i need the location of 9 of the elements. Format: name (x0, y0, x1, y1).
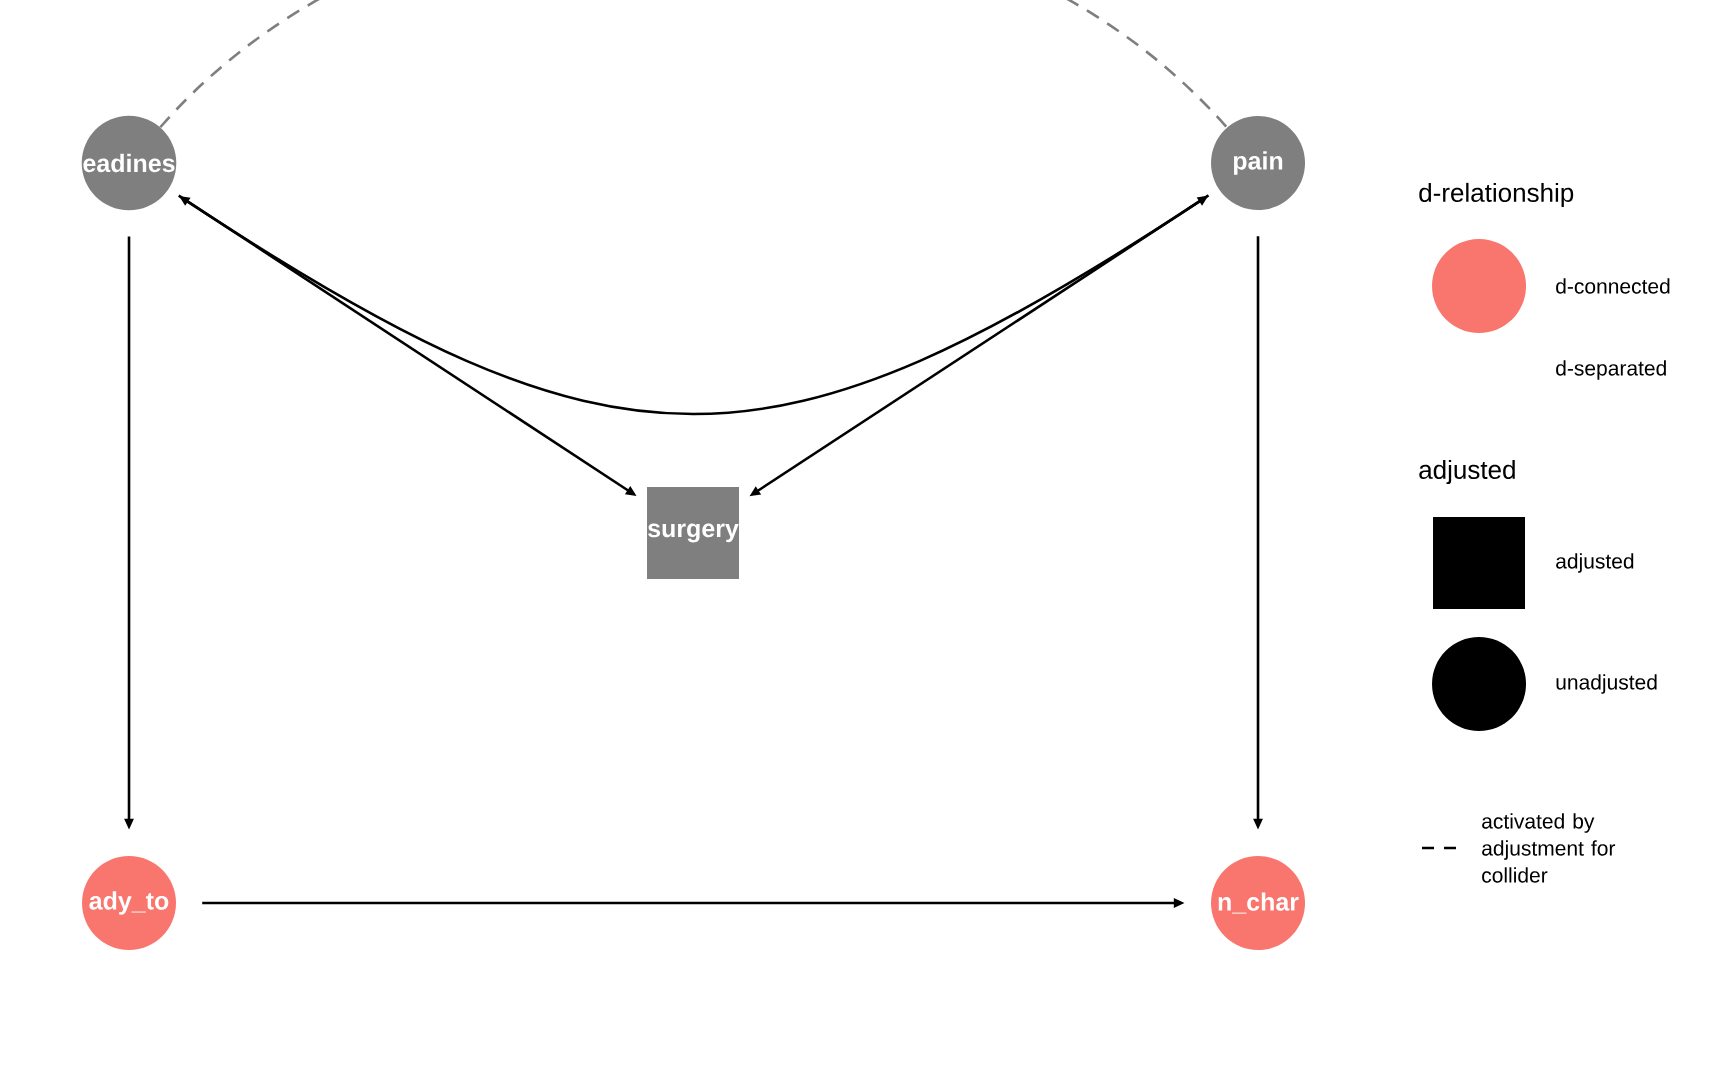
legend-title: adjusted (1419, 459, 1515, 485)
legend-key: unadjusted (1432, 637, 1657, 731)
legend-key: adjusted (1433, 517, 1634, 609)
node-square: surgery (647, 487, 739, 579)
legend-key: d-connected (1432, 239, 1670, 333)
legend-key: d-separated (1556, 360, 1666, 380)
legend-title: d-relationship (1419, 182, 1574, 208)
dashed-line (159, 0, 1228, 129)
legend-key: activated by adjustment for collider (1422, 813, 1616, 883)
